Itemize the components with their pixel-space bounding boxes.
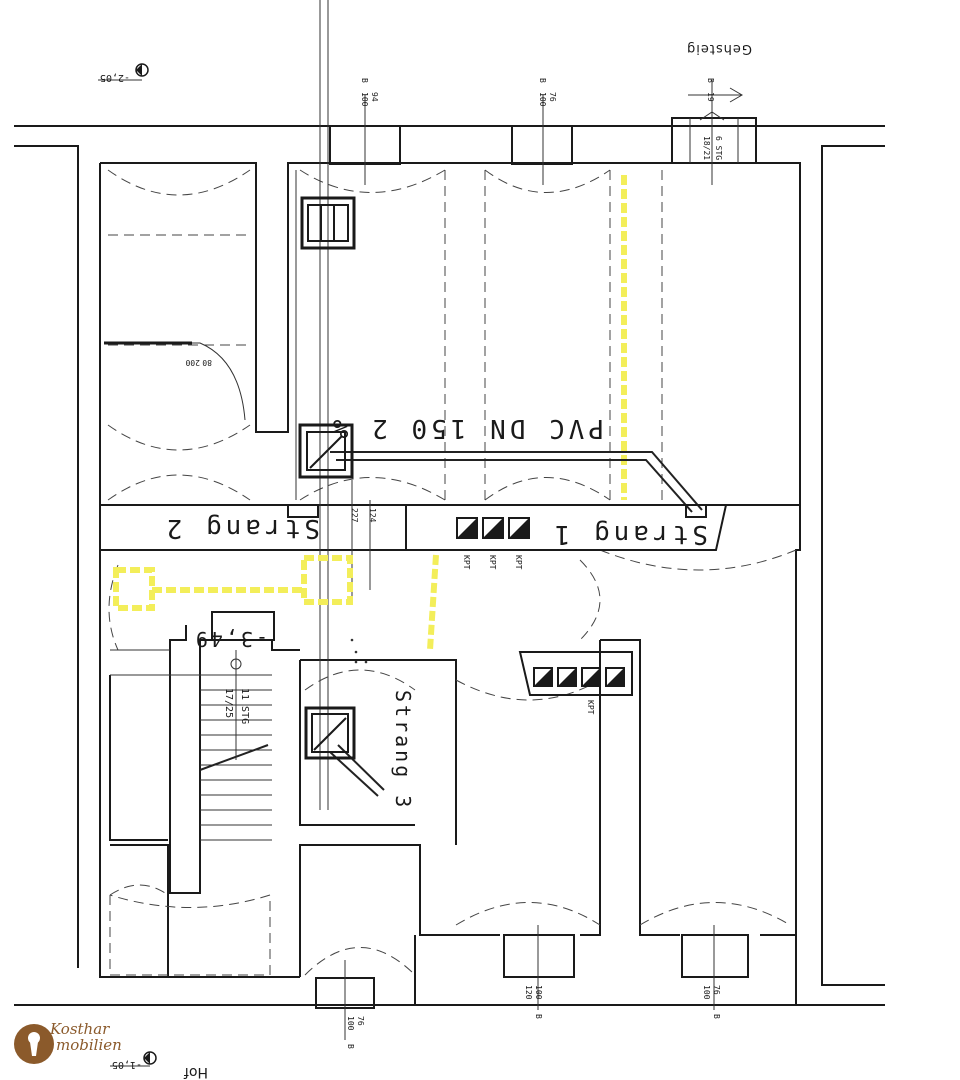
win4-h: 76 — [356, 1016, 365, 1026]
kpt-label-1: KPT — [462, 555, 471, 570]
dim-227: 227 — [350, 508, 359, 523]
vault-arcs — [107, 169, 797, 976]
win6-b: B — [712, 1014, 721, 1019]
door-width-label: 80 — [202, 358, 212, 367]
level-marker-top: -2,05 — [98, 63, 149, 83]
level-marker-main: -3,49 — [193, 611, 275, 651]
win2-b: B — [538, 78, 547, 83]
window-dims-top: B 100 94 B 100 76 B 19 — [360, 78, 715, 107]
win2-h: 76 — [548, 92, 557, 102]
win1-h: 94 — [370, 92, 379, 102]
bottom-windows — [315, 925, 749, 1040]
level-top-label: -2,05 — [100, 72, 130, 83]
kpt-label-2: KPT — [488, 555, 497, 570]
win3-b: B — [706, 78, 715, 83]
win6-w: 100 — [702, 985, 711, 1000]
stairs-main-count: 11 STG — [239, 688, 250, 724]
kpt-label-4: KPT — [586, 700, 595, 715]
shaft-lines — [319, 0, 371, 810]
level-marker-bottom: -1,05 — [110, 1051, 157, 1070]
door-height-label: 200 — [185, 358, 200, 367]
win5-b: B — [534, 1014, 543, 1019]
level-bottom-label: -1,05 — [112, 1059, 142, 1070]
inner-door: 80 200 — [104, 341, 246, 421]
win4-w: 100 — [346, 1016, 355, 1031]
street-label: Gehsteig — [686, 41, 752, 56]
strang-2-label: Strang 2 — [163, 513, 320, 543]
strang-1-label: Strang 1 — [551, 519, 708, 549]
stairs-main-ratio: 17/25 — [223, 688, 234, 718]
win1-w: 100 — [360, 92, 369, 107]
shaft-boxes — [287, 196, 707, 760]
pipe-runs — [329, 451, 703, 797]
stairs-top-ratio: 18/21 — [702, 136, 711, 160]
strang-3-label: Strang 3 — [391, 690, 415, 810]
logo-line-2: mobilien — [56, 1036, 122, 1054]
level-main-label: -3,49 — [193, 627, 268, 651]
win3-w: 19 — [706, 92, 715, 102]
stairs-top-count: 6 STG — [714, 136, 723, 160]
pipe-spec-label: PVC DN 150 2 % — [329, 413, 604, 443]
top-windows — [329, 80, 757, 185]
win2-w: 100 — [538, 92, 547, 107]
win5-w: 120 — [524, 985, 533, 1000]
yellow-highlights — [113, 175, 627, 651]
win5-h: 100 — [534, 985, 543, 1000]
kpt-group-top: KPT KPT KPT — [456, 517, 530, 570]
brand-logo: Kosthar mobilien — [14, 1020, 122, 1064]
kpt-label-3: KPT — [514, 555, 523, 570]
staircase: 11 STG 17/25 — [109, 649, 272, 976]
outer-walls — [14, 125, 885, 1006]
courtyard-label: Hof — [183, 1064, 208, 1080]
dot-marks — [350, 638, 368, 664]
win1-b: B — [360, 78, 369, 83]
kpt-group-middle: KPT — [518, 651, 633, 715]
strang-1-block: Strang 1 — [405, 504, 728, 551]
win6-h: 76 — [712, 985, 721, 995]
logo-line-1: Kosthar — [49, 1020, 110, 1038]
win4-b: B — [346, 1044, 355, 1049]
window-dims-bottom: 100 76 B 120 100 B 100 76 B — [346, 985, 721, 1049]
entrance-stairs: 6 STG 18/21 — [688, 87, 743, 160]
dim-124: 124 — [368, 508, 377, 523]
